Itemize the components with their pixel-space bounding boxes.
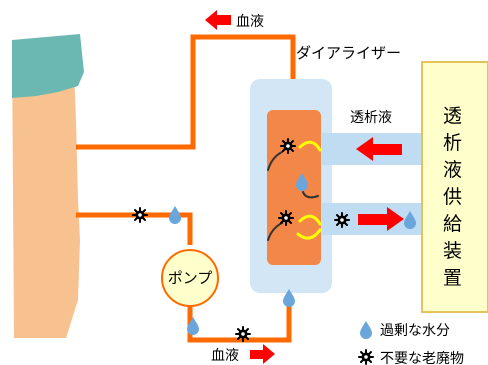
supply-char-7: 置 [443,267,462,289]
blood-return-arrow [205,10,231,30]
legend-water-icon [360,321,372,339]
blood-return-line [76,34,296,150]
arrow-shaft [250,350,264,359]
blood-top-label: 血液 [236,14,264,30]
arrow-head [356,137,373,161]
shirt-sleeve [12,34,84,98]
arm-skin [12,48,80,338]
arrow-head [263,344,275,364]
yellow-curve-arrow-top [298,140,322,152]
dialyzer-label: ダイアライザー [296,44,401,62]
supply-char-4: 供 [443,186,462,208]
legend: 過剰な水分 不要な老廃物 [358,323,464,365]
waste-icon-dialyzer-top [280,138,296,154]
yellow-curve-arrow-bottom-2 [296,228,322,240]
dialysate-label: 透析液 [350,110,392,126]
supply-char-5: 給 [443,213,462,235]
arrow-shaft [358,214,388,225]
blood-bottom-label: 血液 [211,348,239,364]
arrow-shaft [372,144,402,155]
yellow-curve-arrow-bottom [298,214,322,226]
supply-char-3: 液 [443,159,462,181]
dialysate-supply-box [421,61,488,313]
supply-char-2: 析 [443,132,462,154]
arrow-head [205,10,217,30]
dark-curve-arrow-3 [302,191,319,199]
legend-water-label: 過剰な水分 [380,323,450,339]
supply-box-label: 透 析 液 供 給 装 置 [443,105,462,289]
patient-arm [12,34,84,338]
supply-char-6: 装 [443,240,462,262]
blood-draw-arrow [250,344,275,364]
arrow-shaft [217,15,231,25]
pump-label: ポンプ [168,269,213,287]
dialysate-out-arrow [358,207,404,231]
dialyzer-core [267,110,321,265]
dark-curve-arrow-1 [267,151,283,171]
blood-draw-line [76,212,193,245]
arrow-head [387,207,404,231]
dark-curve-arrow-2 [267,222,283,241]
dialysate-in-arrow [356,137,402,161]
water-drop-icon-draw-line [169,206,181,224]
supply-char-1: 透 [443,105,462,127]
legend-waste-icon [358,349,374,365]
waste-icon-draw-line [132,207,148,223]
waste-icon-bottom-line [235,326,251,342]
waste-icon-dialysate-out [334,212,350,228]
waste-icon-dialyzer-mid [278,210,294,226]
pump-circle [161,249,219,307]
legend-waste-label: 不要な老廃物 [380,350,464,365]
